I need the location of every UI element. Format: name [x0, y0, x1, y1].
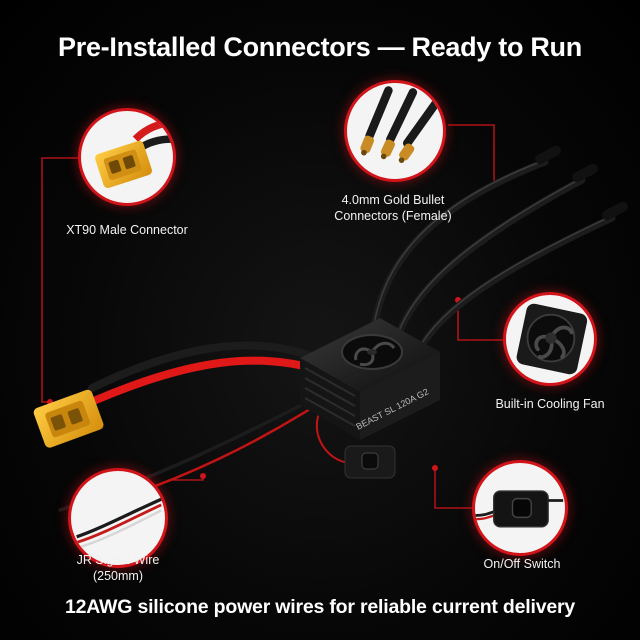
leader-lines — [41, 124, 505, 509]
jr-label: JR Signal Wire (250mm) — [48, 552, 188, 584]
bullet-connector-icon — [360, 86, 440, 163]
esc-fan — [341, 334, 403, 370]
headline: Pre-Installed Connectors — Ready to Run — [58, 32, 582, 62]
leader-bullet — [448, 124, 495, 185]
xt90-connector-icon — [95, 118, 172, 189]
jr-callout — [68, 468, 168, 568]
cooling-fan-icon — [516, 303, 588, 375]
bullet-sleeves — [535, 145, 628, 221]
xt90-label: XT90 Male Connector — [66, 223, 188, 237]
jr-label-line1: JR Signal Wire — [76, 553, 160, 567]
fan-label: Built-in Cooling Fan — [495, 397, 605, 411]
leader-fan — [457, 300, 505, 341]
switch-label: On/Off Switch — [483, 557, 561, 571]
bullet-callout — [344, 80, 446, 182]
fan-callout — [503, 292, 597, 386]
leader-switch — [434, 468, 472, 509]
jr-label-line2: (250mm) — [92, 569, 143, 583]
signal-wire-icon — [76, 497, 162, 550]
esc-body — [300, 318, 440, 440]
leader-xt90 — [41, 157, 78, 403]
power-wires — [88, 341, 329, 404]
bullet-label-line2: Connectors (Female) — [334, 209, 452, 223]
bullet-label: 4.0mm Gold Bullet Connectors (Female) — [318, 192, 468, 224]
bullet-label-line1: 4.0mm Gold Bullet — [341, 193, 445, 207]
xt90-connector — [33, 389, 104, 448]
switch-module — [344, 445, 396, 479]
motor-wire-highlights — [371, 159, 613, 351]
switch-icon — [475, 490, 564, 528]
switch-callout — [472, 460, 568, 556]
footer-tagline: 12AWG silicone power wires for reliable … — [64, 596, 576, 618]
xt90-callout — [78, 108, 176, 206]
